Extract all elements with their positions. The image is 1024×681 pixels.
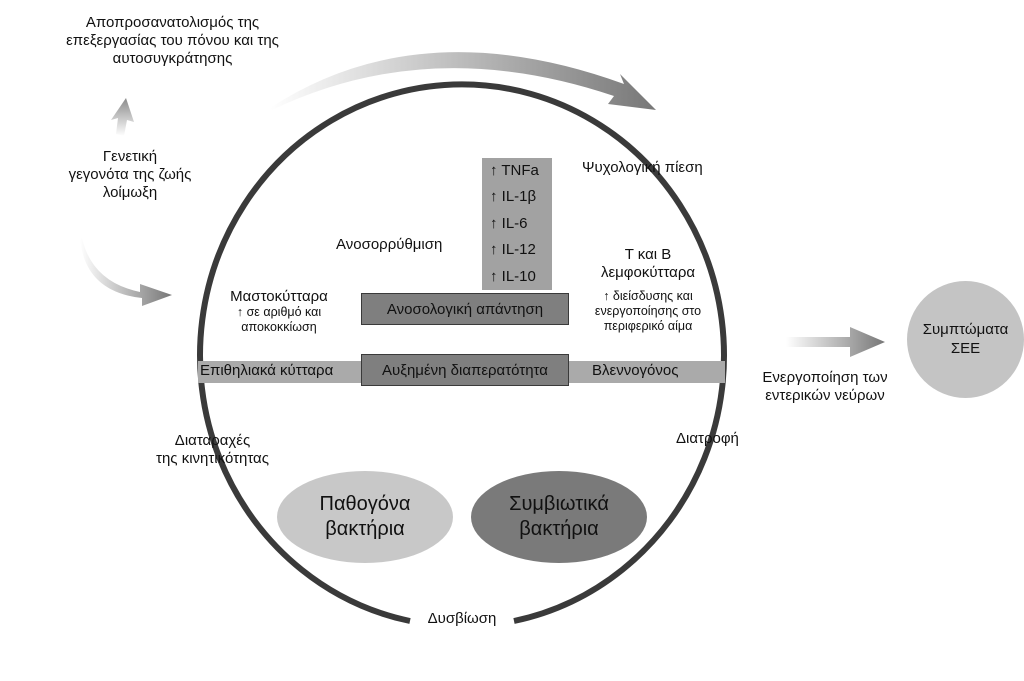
diet-label: Διατροφή	[676, 430, 739, 447]
permeability-box: Αυξημένη διαπερατότητα	[361, 354, 569, 386]
genetics-label: Γενετική γεγονότα της ζωής λοίμωξη	[68, 148, 192, 201]
motility-label: Διαταραχές της κινητικότητας	[156, 432, 269, 467]
nerve-activation-label: Ενεργοποίηση των εντερικών νεύρων	[762, 369, 888, 404]
tb-cells-title: Τ και Β λεμφοκύτταρα	[600, 246, 696, 281]
symbiotic-bacteria-oval: Συμβιωτικά βακτήρια	[471, 471, 647, 563]
reorientation-label: Αποπροσανατολισμός της επεξεργασίας του …	[66, 14, 279, 67]
top-curved-arrow	[270, 52, 656, 110]
cytokine-tnfa: ↑ TNFa	[490, 162, 539, 179]
symptoms-circle: Συμπτώματα ΣΕΕ	[907, 281, 1024, 398]
epithelial-label: Επιθηλιακά κύτταρα	[200, 362, 334, 379]
mast-cells-detail: ↑ σε αριθμό και αποκοκκίωση	[236, 305, 322, 334]
dysbiosis-label: Δυσβίωση	[427, 610, 497, 627]
up-arrow	[111, 98, 134, 136]
dysregulation-label: Ανοσορρύθμιση	[336, 236, 443, 253]
right-arrow	[786, 327, 885, 357]
mast-cells-title: Μαστοκύτταρα	[230, 288, 328, 305]
cytokine-box: ↑ TNFa ↑ IL-1β ↑ IL-6 ↑ IL-12 ↑ IL-10	[482, 158, 552, 290]
cytokine-il12: ↑ IL-12	[490, 241, 536, 259]
gut-circle	[197, 81, 727, 624]
cytokine-il10: ↑ IL-10	[490, 267, 536, 285]
left-curved-arrow	[80, 238, 172, 306]
tb-cells-detail: ↑ διείσδυσης και ενεργοποίησης στο περιφ…	[594, 289, 702, 333]
cytokine-il1b: ↑ IL-1β	[490, 188, 537, 206]
psych-stress-label: Ψυχολογική πίεση	[582, 159, 703, 176]
cytokine-il6: ↑ IL-6	[490, 214, 528, 232]
mucosa-label: Βλεννογόνος	[592, 362, 679, 379]
immune-response-box: Ανοσολογική απάντηση	[361, 293, 569, 325]
pathogenic-bacteria-oval: Παθογόνα βακτήρια	[277, 471, 453, 563]
